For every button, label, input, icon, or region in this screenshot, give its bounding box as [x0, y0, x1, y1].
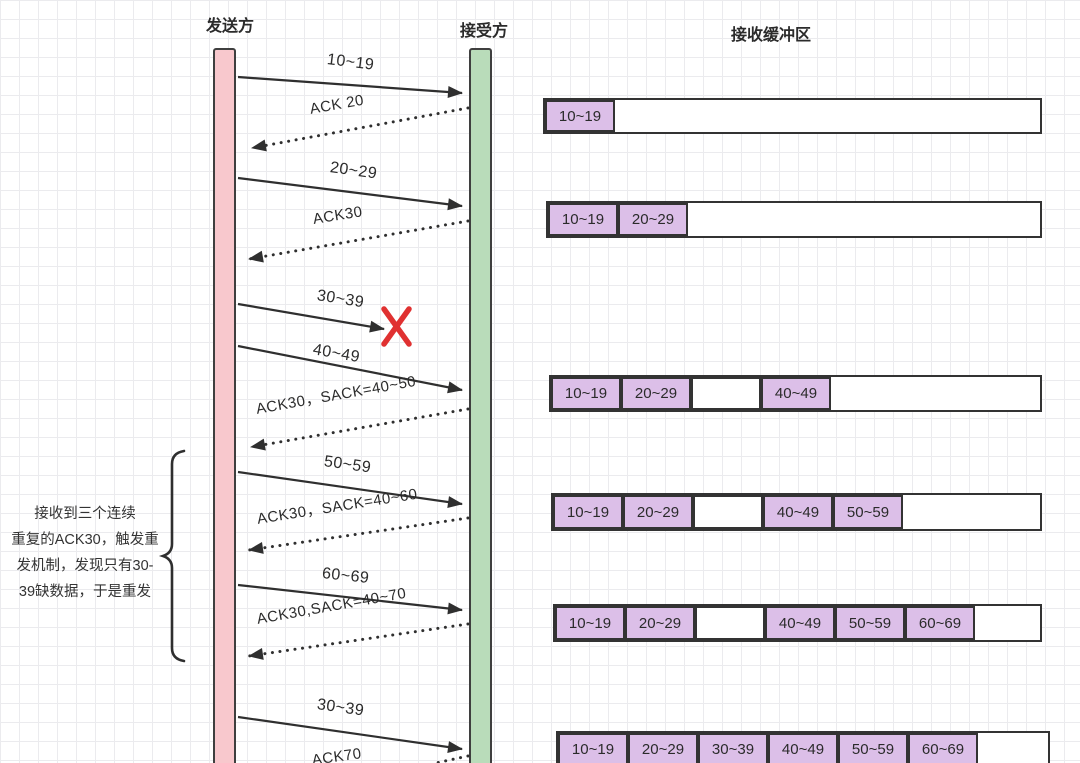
buffer-cell: 40~49 [761, 377, 831, 410]
ack-arrow-20 [250, 106, 470, 152]
receiver-column-title: 接受方 [460, 23, 509, 40]
send-label: 30~39 [315, 696, 366, 720]
ack-label: ACK30,SACK=40~70 [255, 584, 408, 628]
buffer-cell: 50~59 [838, 733, 908, 763]
buffer-cell: 10~19 [555, 606, 625, 640]
buffer-cell: 50~59 [835, 606, 905, 640]
packet-loss-x-icon [381, 306, 412, 347]
ack-arrow-sack-40-70 [247, 622, 470, 660]
buffer-cell: 60~69 [905, 606, 975, 640]
receive-buffer-title: 接收缓冲区 [731, 27, 812, 44]
buffer-cell: 20~29 [628, 733, 698, 763]
send-arrow-10-19 [237, 75, 463, 98]
sender-lifeline-bar [213, 48, 236, 763]
ack-arrow-30 [247, 219, 470, 263]
buffer-gap-cell [695, 606, 765, 640]
send-label: 10~19 [326, 51, 376, 74]
annotation-line: 39缺数据，于是重发 [18, 584, 152, 600]
receiver-lifeline-bar [469, 48, 492, 763]
buffer-cell: 20~29 [618, 203, 688, 236]
buffer-cell: 10~19 [558, 733, 628, 763]
ack-label: ACK70 [310, 745, 363, 763]
send-arrow-20-29 [237, 176, 463, 211]
buffer-cell: 60~69 [908, 733, 978, 763]
send-label: 40~49 [311, 341, 362, 367]
buffer-cell: 40~49 [763, 495, 833, 529]
buffer-cell: 10~19 [545, 100, 615, 132]
buffer-cell: 10~19 [548, 203, 618, 236]
annotation-line: 重复的ACK30，触发重 [11, 532, 159, 548]
annotation-line: 发机制，发现只有30- [16, 558, 154, 574]
send-label: 20~29 [328, 159, 379, 183]
send-label: 50~59 [322, 453, 373, 477]
buffer-cell: 40~49 [765, 606, 835, 640]
buffer-gap-cell [691, 377, 761, 410]
ack-label: ACK30 [311, 203, 364, 228]
ack-arrow-70-partial [434, 754, 470, 763]
ack-arrow-sack-40-50 [249, 407, 470, 451]
buffer-cell: 10~19 [551, 377, 621, 410]
curly-brace-icon [158, 449, 186, 663]
buffer-cell: 50~59 [833, 495, 903, 529]
buffer-cell: 30~39 [698, 733, 768, 763]
ack-label: ACK 20 [308, 91, 366, 118]
ack-label: ACK30，SACK=40~60 [255, 485, 419, 528]
annotation-line: 接收到三个连续 [34, 506, 136, 522]
sender-column-title: 发送方 [206, 18, 255, 35]
ack-label: ACK30，SACK=40~50 [254, 372, 418, 418]
buffer-cell: 10~19 [553, 495, 623, 529]
buffer-cell: 40~49 [768, 733, 838, 763]
buffer-cell: 20~29 [625, 606, 695, 640]
buffer-gap-cell [693, 495, 763, 529]
buffer-cell: 20~29 [621, 377, 691, 410]
send-label: 30~39 [315, 287, 366, 312]
buffer-row: 10~19 [543, 98, 1042, 134]
send-arrow-30-39-retransmit [237, 715, 463, 753]
send-label: 60~69 [321, 565, 371, 587]
retransmit-annotation: 接收到三个连续 重复的ACK30，触发重 发机制，发现只有30- 39缺数据，于… [4, 501, 166, 605]
buffer-cell: 20~29 [623, 495, 693, 529]
